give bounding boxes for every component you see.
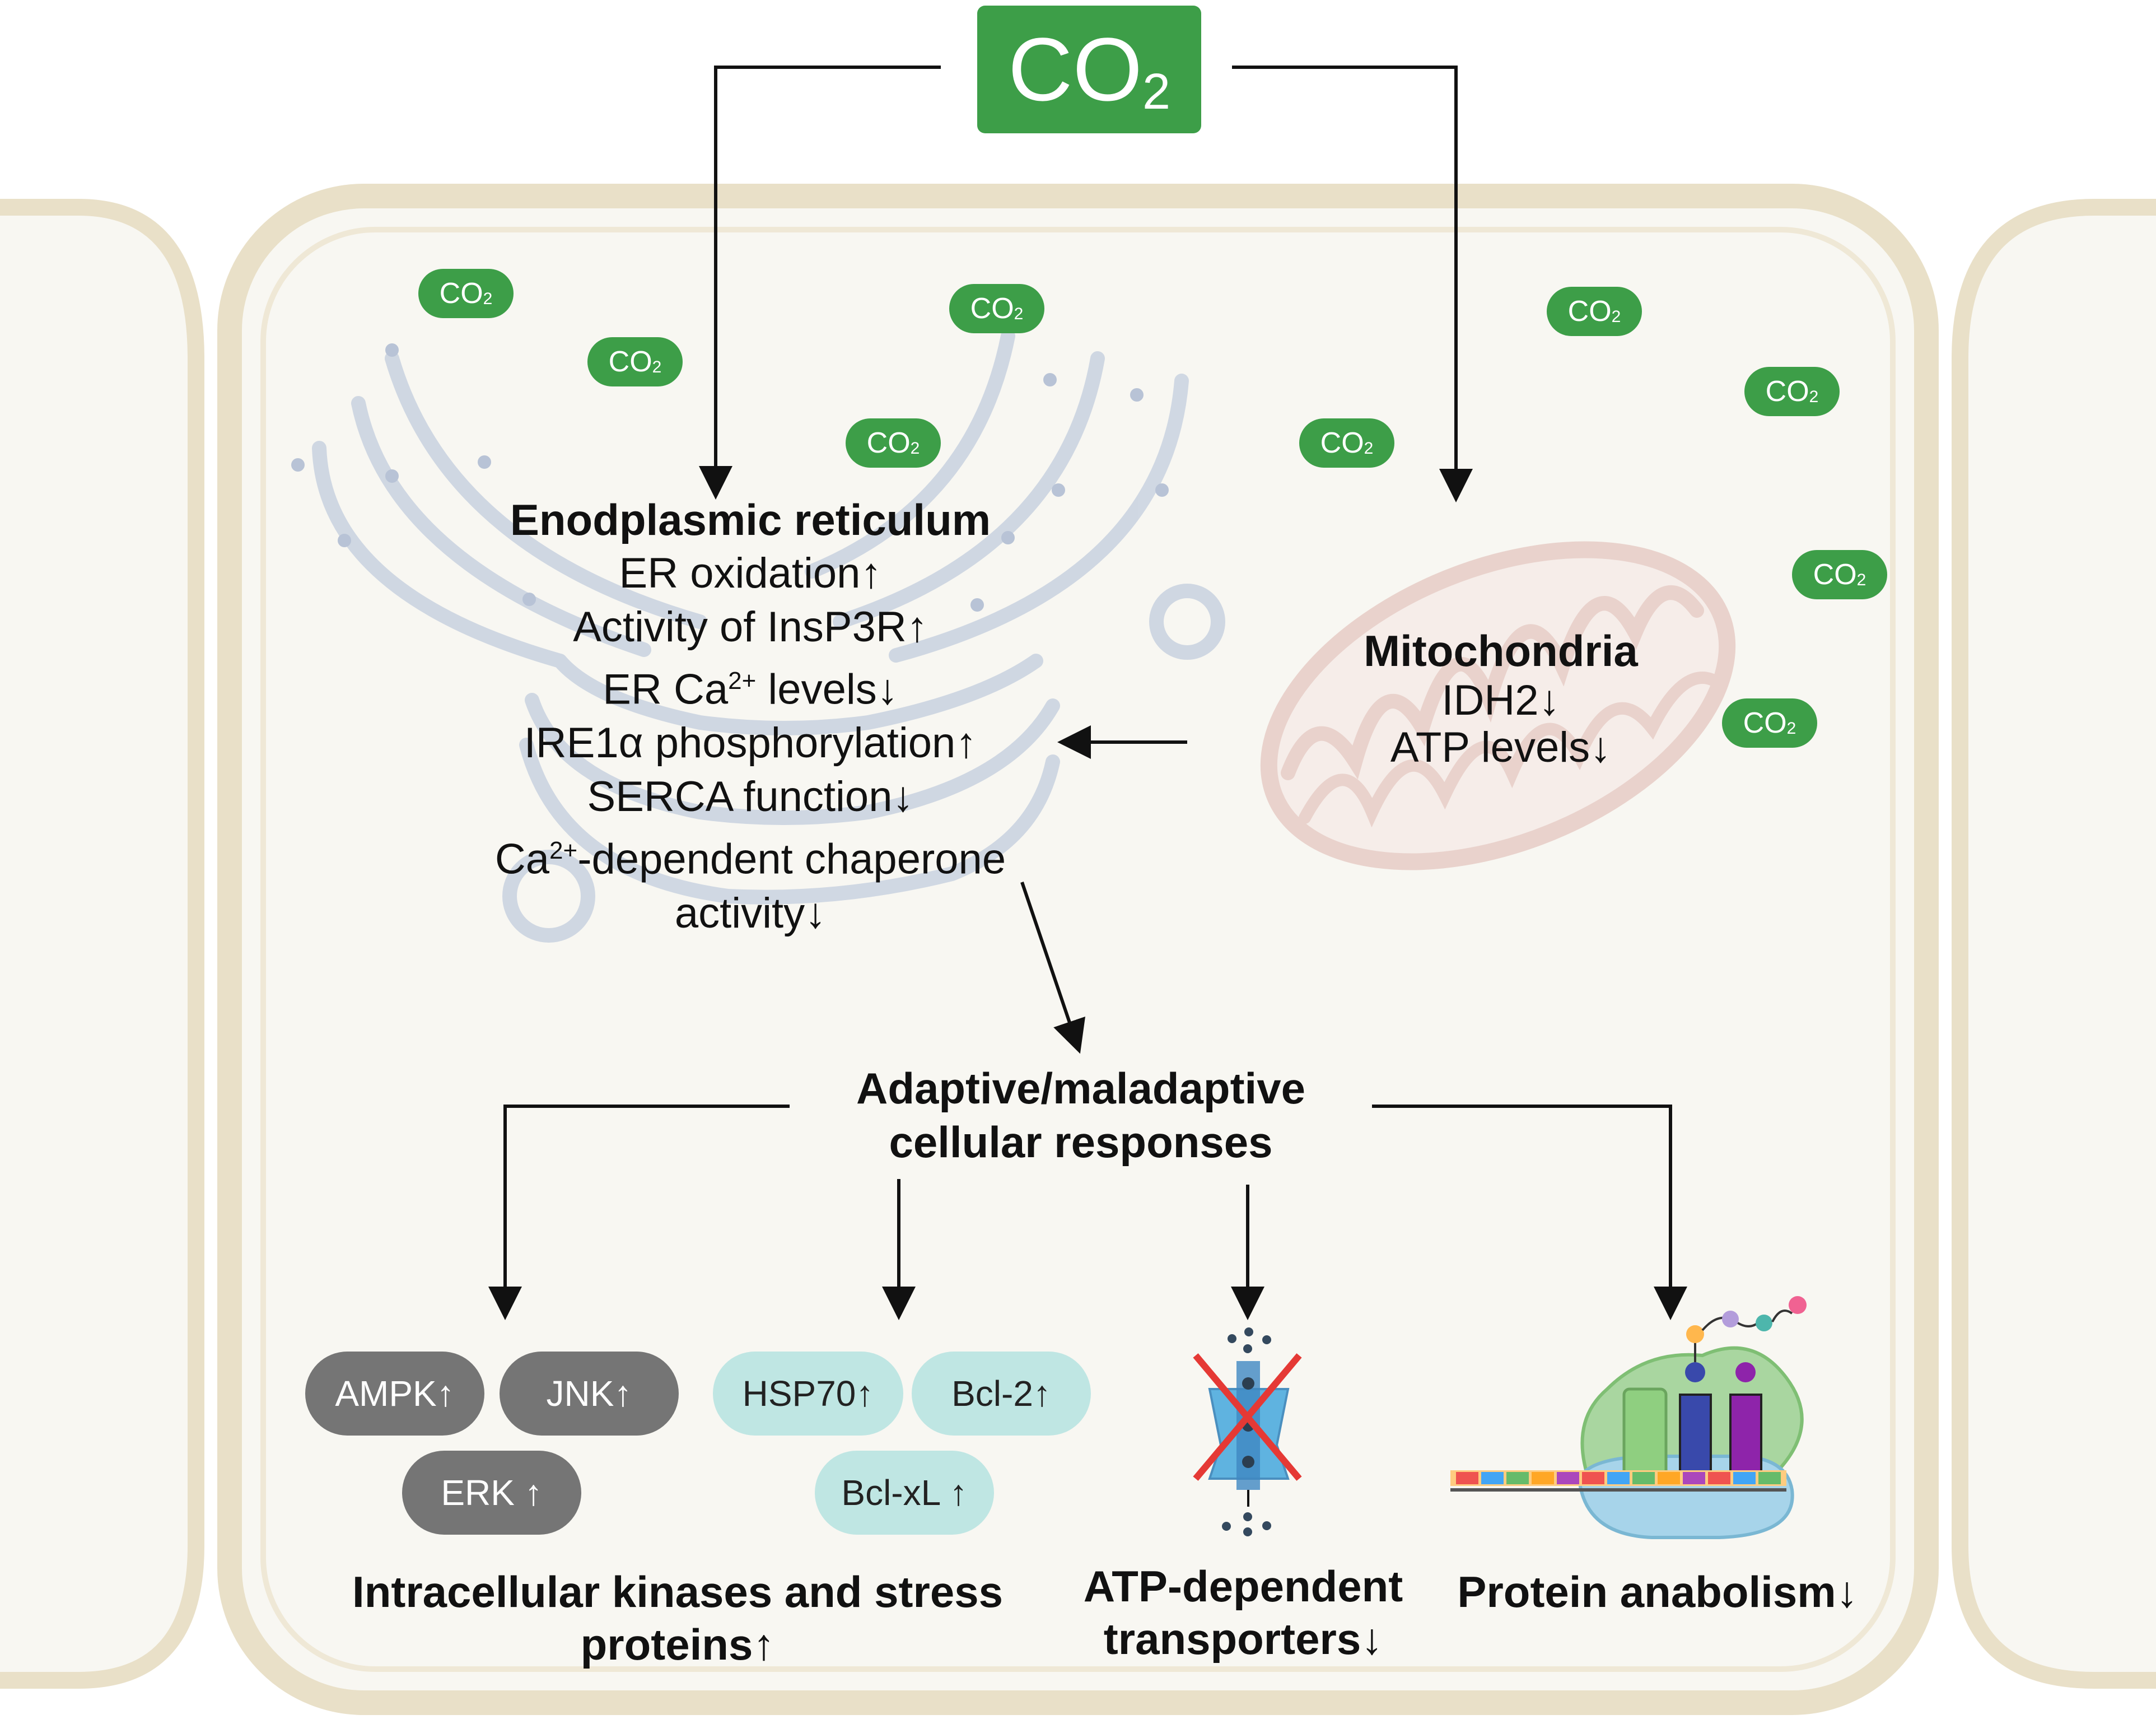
er-illustration	[312, 329, 1225, 943]
er-to-responses-arrow	[1020, 882, 1086, 1054]
kinases-caption-line2: proteins↑	[580, 1620, 775, 1669]
bcl2-pill: Bcl-2↑	[912, 1352, 1091, 1436]
atp-transporters-caption: ATP-dependent transporters↓	[1053, 1560, 1434, 1665]
responses-title-line1: Adaptive/maladaptive	[856, 1064, 1305, 1113]
er-line-4: IRE1α phosphorylation↑	[524, 719, 977, 767]
responses-to-protein-arrow	[1372, 1105, 1687, 1320]
responses-title-line2: cellular responses	[889, 1117, 1273, 1167]
ampk-pill: AMPK↑	[305, 1352, 484, 1436]
co2-subscript: 2	[1142, 63, 1171, 120]
er-line-2: Activity of InsP3R↑	[573, 603, 928, 651]
mito-title: Mitochondria	[1364, 626, 1638, 675]
atp-caption-line1: ATP-dependent	[1083, 1562, 1403, 1611]
er-line-3: ER Ca2+ levels↓	[603, 665, 898, 714]
responses-to-kinases-arrow	[488, 1105, 790, 1320]
er-ribosomes	[291, 343, 1169, 612]
atp-caption-line2: transporters↓	[1103, 1614, 1383, 1664]
mitochondrion-illustration	[1260, 541, 1736, 870]
ribosome-illustration	[1450, 1296, 1807, 1539]
protein-anabolism-caption: Protein anabolism↓	[1457, 1567, 1858, 1616]
er-line-1: ER oxidation↑	[619, 549, 882, 597]
er-line-7: activity↓	[674, 889, 827, 937]
jnk-pill: JNK↑	[500, 1352, 679, 1436]
kinases-caption: Intracellular kinases and stress protein…	[314, 1565, 1042, 1671]
co2-to-er-arrow	[699, 66, 941, 500]
transporter-illustration	[1193, 1327, 1302, 1536]
hsp70-pill: HSP70↑	[713, 1352, 903, 1436]
mito-line-2: ATP levels↓	[1390, 724, 1612, 771]
er-line-5: SERCA function↓	[587, 773, 914, 821]
er-line-6: Ca2+-dependent chaperone	[494, 835, 1006, 883]
kinases-caption-line1: Intracellular kinases and stress	[352, 1567, 1003, 1616]
left-neighbor-cell	[0, 199, 204, 1689]
co2-to-mito-arrow	[1232, 66, 1473, 502]
mito-text-block: Mitochondria IDH2↓ ATP levels↓	[1333, 625, 1669, 771]
responses-text-block: Adaptive/maladaptive cellular responses	[801, 1061, 1361, 1169]
erk-pill: ERK ↑	[402, 1451, 581, 1535]
er-title: Enodplasmic reticulum	[510, 495, 991, 544]
er-text-block: Enodplasmic reticulum ER oxidation↑ Acti…	[437, 493, 1064, 940]
right-neighbor-cell	[1952, 199, 2156, 1689]
mito-line-1: IDH2↓	[1441, 677, 1560, 724]
bclxl-pill: Bcl-xL ↑	[815, 1451, 994, 1535]
co2-main-text: CO	[1007, 19, 1142, 119]
